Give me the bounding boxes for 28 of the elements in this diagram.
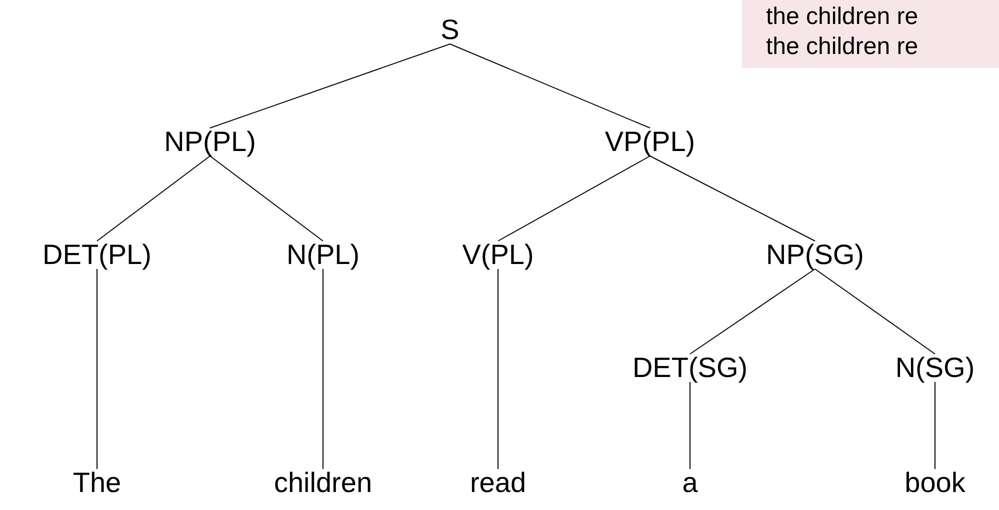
tree-branch [96,156,210,242]
tree-node-label: read [470,467,526,499]
tree-branch [814,268,936,354]
tree-branch [498,156,650,242]
tree-node-label: N(PL) [286,239,360,271]
tree-node-label: S [440,14,460,46]
tree-branch [934,382,936,470]
tree-branch [650,156,816,242]
note-text: the children re [766,32,920,62]
tree-node-label: The [72,467,122,499]
note-box [742,0,999,68]
tree-node-label: NP(SG) [766,239,864,271]
tree-node-label: DET(SG) [632,352,748,384]
tree-node-label: a [682,467,698,499]
tree-node-label: children [274,467,372,499]
tree-node-label: VP(PL) [604,126,696,158]
tree-branch [690,268,816,354]
tree-branch [210,44,450,128]
tree-branch [210,156,324,242]
tree-node-label: book [904,467,966,499]
tree-branch [450,44,650,128]
tree-branch [96,268,98,470]
tree-branch [322,268,324,470]
tree-node-label: NP(PL) [164,126,256,158]
tree-node-label: N(SG) [895,352,975,384]
note-text: the children re [766,2,920,32]
tree-node-label: DET(PL) [42,239,152,271]
tree-node-label: V(PL) [462,239,534,271]
